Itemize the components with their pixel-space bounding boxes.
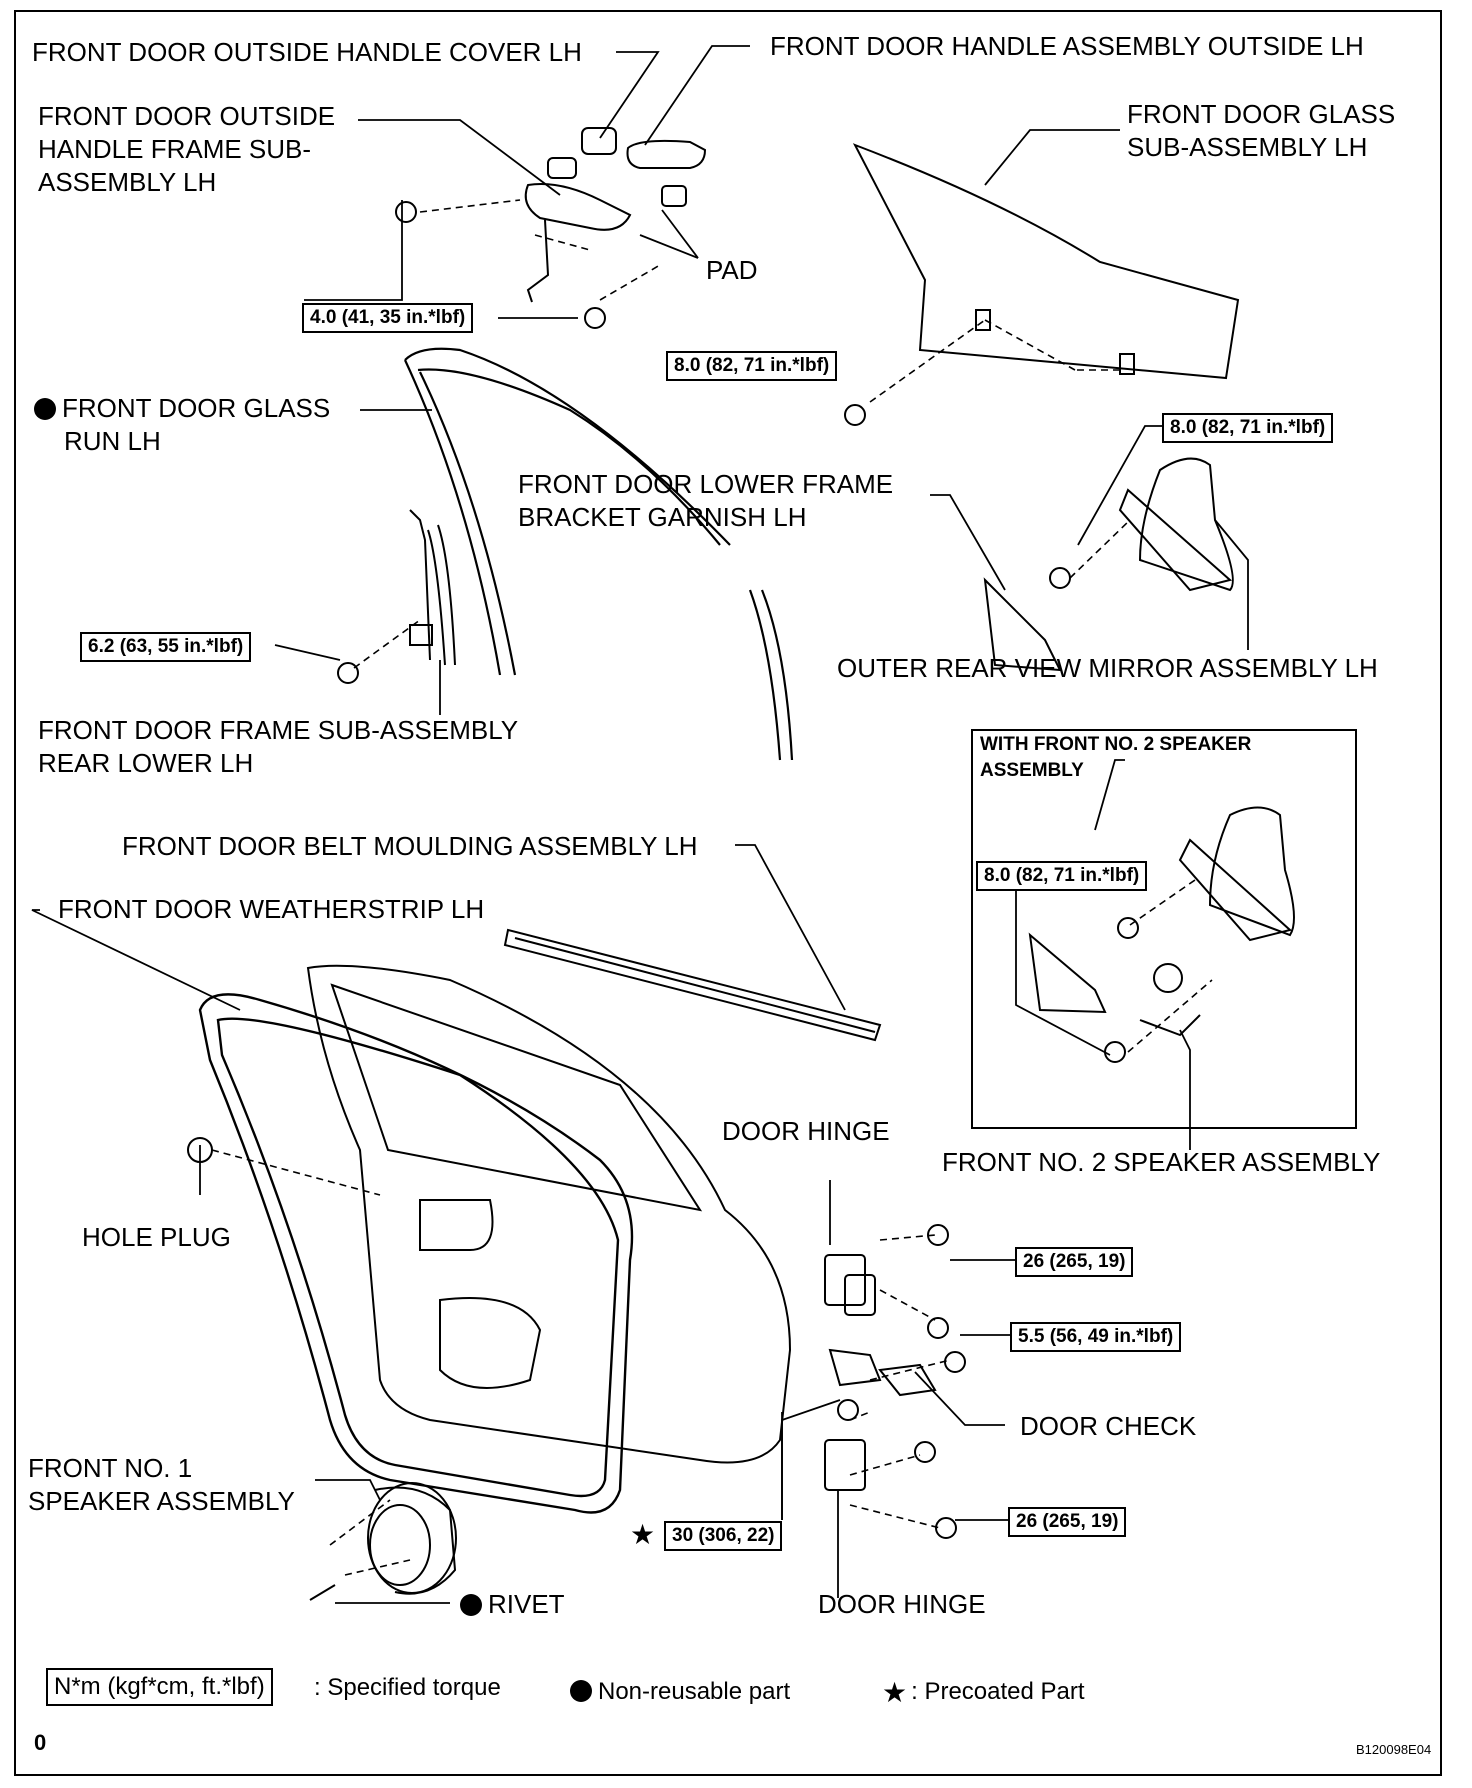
figure-code: B120098E04 xyxy=(1356,1742,1432,1757)
frame-rear-lower xyxy=(337,509,456,684)
label-frame-rear-line1: FRONT DOOR FRAME SUB-ASSEMBLY xyxy=(38,715,519,745)
label-garnish-line1: FRONT DOOR LOWER FRAME xyxy=(518,469,894,499)
diagram-frame xyxy=(14,10,1442,1776)
label-glass-run-line1: FRONT DOOR GLASS xyxy=(34,392,330,424)
weatherstrip xyxy=(198,993,634,1514)
inset-box xyxy=(971,729,1357,1129)
label-glass-run-line2: RUN LH xyxy=(64,426,161,456)
label-belt-moulding: FRONT DOOR BELT MOULDING ASSEMBLY LH xyxy=(122,831,698,861)
leader-lines xyxy=(31,45,1249,1604)
glass-run xyxy=(404,347,794,761)
label-pad: PAD xyxy=(706,255,758,285)
label-door-hinge-upper: DOOR HINGE xyxy=(722,1116,890,1146)
legend-torque-text: : Specified torque xyxy=(314,1674,501,1701)
torque-inset: 8.0 (82, 71 in.*lbf) xyxy=(976,861,1148,891)
inset-title-line2: ASSEMBLY xyxy=(980,760,1084,781)
belt-moulding xyxy=(503,928,882,1042)
label-handle-frame-line3: ASSEMBLY LH xyxy=(38,167,217,197)
nonreusable-dot-icon xyxy=(34,398,56,420)
label-handle-frame-line1: FRONT DOOR OUTSIDE xyxy=(38,101,336,131)
label-glass-line1: FRONT DOOR GLASS xyxy=(1127,99,1396,129)
label-garnish-line2: BRACKET GARNISH LH xyxy=(518,502,807,532)
nonreusable-dot-icon xyxy=(460,1594,482,1616)
door-panel xyxy=(187,964,792,1464)
label-glass-line2: SUB-ASSEMBLY LH xyxy=(1127,132,1368,162)
legend-precoated: ★: Precoated Part xyxy=(882,1677,1085,1708)
torque-frame-rear: 6.2 (63, 55 in.*lbf) xyxy=(80,632,252,662)
label-front-no1-speaker-line2: SPEAKER ASSEMBLY xyxy=(28,1486,295,1516)
label-handle-frame-line2: HANDLE FRAME SUB- xyxy=(38,134,312,164)
legend-torque-unit: N*m (kgf*cm, ft.*lbf) xyxy=(46,1668,273,1706)
label-door-hinge-lower: DOOR HINGE xyxy=(818,1589,986,1619)
mirror xyxy=(1049,457,1234,592)
label-front-no1-speaker-line1: FRONT NO. 1 xyxy=(28,1453,193,1483)
page-number: 0 xyxy=(34,1730,47,1755)
label-door-check: DOOR CHECK xyxy=(1020,1411,1197,1441)
torque-hinge-lower: 26 (265, 19) xyxy=(1008,1507,1127,1537)
label-frame-rear-line2: REAR LOWER LH xyxy=(38,748,254,778)
label-hole-plug: HOLE PLUG xyxy=(82,1222,231,1252)
star-icon: ★ xyxy=(882,1677,908,1708)
legend-nonreusable: Non-reusable part xyxy=(570,1676,790,1708)
torque-precoat: 30 (306, 22) xyxy=(664,1521,783,1551)
outside-handle xyxy=(395,127,707,329)
door-glass xyxy=(844,143,1240,426)
torque-check: 5.5 (56, 49 in.*lbf) xyxy=(1010,1322,1182,1352)
torque-glass: 8.0 (82, 71 in.*lbf) xyxy=(666,351,838,381)
precoat-star-icon: ★ xyxy=(630,1519,656,1550)
front-no1-speaker xyxy=(309,1482,457,1601)
garnish xyxy=(983,577,1062,672)
nonreusable-dot-icon xyxy=(570,1680,592,1702)
label-handle-cover: FRONT DOOR OUTSIDE HANDLE COVER LH xyxy=(32,37,582,67)
label-front-no2-speaker: FRONT NO. 2 SPEAKER ASSEMBLY xyxy=(942,1147,1381,1177)
label-weatherstrip: FRONT DOOR WEATHERSTRIP LH xyxy=(58,894,485,924)
torque-hinge-upper: 26 (265, 19) xyxy=(1015,1247,1134,1277)
label-rivet: RIVET xyxy=(460,1588,565,1620)
label-mirror: OUTER REAR VIEW MIRROR ASSEMBLY LH xyxy=(837,653,1378,683)
torque-mirror: 8.0 (82, 71 in.*lbf) xyxy=(1162,413,1334,443)
torque-handle: 4.0 (41, 35 in.*lbf) xyxy=(302,303,474,333)
label-handle-assembly: FRONT DOOR HANDLE ASSEMBLY OUTSIDE LH xyxy=(770,31,1364,61)
dashed-lines xyxy=(211,199,1213,1576)
inset-title-line1: WITH FRONT NO. 2 SPEAKER xyxy=(980,734,1252,755)
hinges-and-check xyxy=(824,1224,966,1539)
